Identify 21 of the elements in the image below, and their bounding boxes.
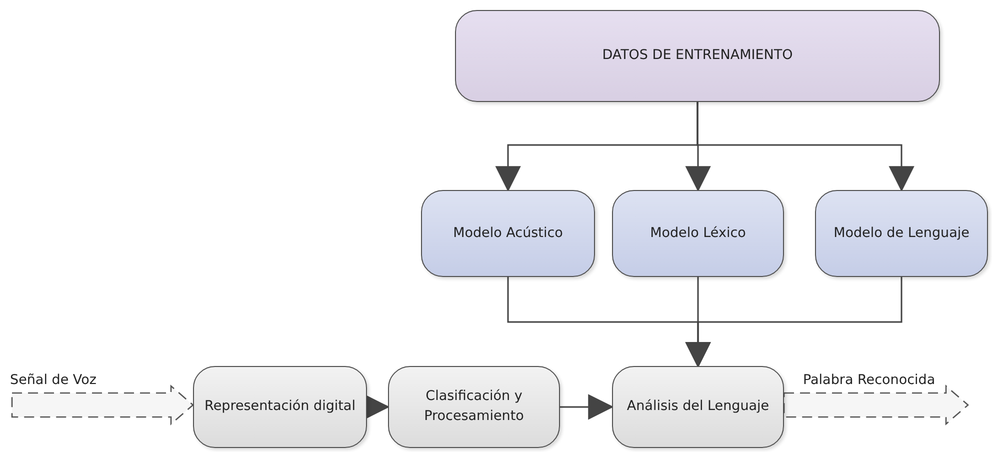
process-box [455, 10, 940, 102]
block-arrow [783, 384, 969, 426]
arrow [685, 277, 902, 368]
process-box [612, 366, 784, 448]
process-box [815, 190, 988, 277]
box-label: Modelo de Lenguaje [834, 224, 970, 243]
process-box [388, 366, 560, 448]
box-label: DATOS DE ENTRENAMIENTO [602, 46, 793, 66]
box-label: Análisis del Lenguaje [626, 397, 770, 416]
process-box [193, 366, 367, 448]
box-label: Modelo Acústico [453, 224, 563, 243]
box-label: Clasificación y Procesamiento [423, 387, 525, 426]
process-box [612, 190, 784, 277]
edge-label: Palabra Reconocida [803, 372, 936, 388]
arrow [560, 394, 614, 420]
process-box [421, 190, 595, 277]
arrow [696, 102, 914, 192]
box-label: Representación digital [204, 397, 356, 416]
edge-label: Señal de Voz [10, 372, 96, 388]
block-arrow [11, 384, 194, 426]
box-label: Modelo Léxico [650, 224, 746, 243]
